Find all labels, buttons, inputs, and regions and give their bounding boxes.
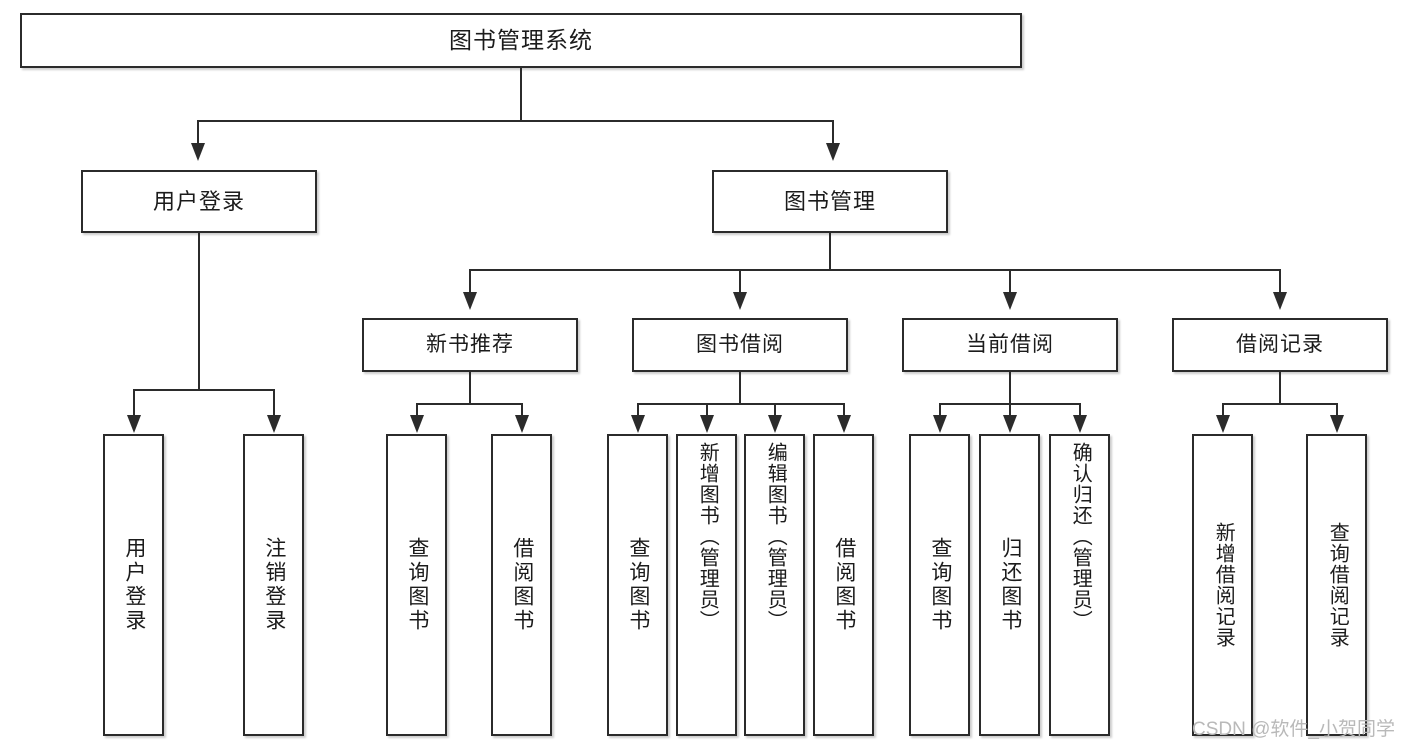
arrowhead-book-management [826, 143, 840, 161]
leaf-return-book[interactable]: 归还图书 [979, 434, 1040, 736]
arrowhead-leaf-book-borrow-2 [768, 415, 782, 433]
connector-borrow-record-drop-1 [1336, 403, 1338, 417]
connector-user-login-drop-1 [273, 389, 275, 417]
leaf-query-borrow-record[interactable]: 查询借阅记录 [1306, 434, 1367, 736]
connector-level2-drop-1 [739, 269, 741, 294]
connector-borrow-record-stem [1279, 372, 1281, 404]
node-label: 借阅图书 [832, 537, 856, 633]
node-root-book-management-system[interactable]: 图书管理系统 [20, 13, 1022, 68]
arrowhead-level2-3 [1273, 292, 1287, 310]
node-label: 查询图书 [405, 537, 429, 633]
node-label: 用户登录 [122, 537, 146, 633]
connector-root-stem [520, 68, 522, 120]
connector-current-borrow-drop-2 [1079, 403, 1081, 417]
node-label: 新书推荐 [426, 332, 514, 356]
connector-user-login-stem [198, 233, 200, 390]
arrowhead-user-login [191, 143, 205, 161]
leaf-query-book-borrow[interactable]: 查询图书 [607, 434, 668, 736]
connector-book-management-stem [829, 233, 831, 270]
arrowhead-leaf-book-borrow-0 [631, 415, 645, 433]
connector-current-borrow-stem [1009, 372, 1011, 404]
node-label: 查询图书 [626, 537, 650, 633]
connector-book-borrow-stem [739, 372, 741, 404]
arrowhead-leaf-user-login-0 [127, 415, 141, 433]
connector-book-borrow-drop-3 [843, 403, 845, 417]
arrowhead-leaf-borrow-record-0 [1216, 415, 1230, 433]
arrowhead-leaf-borrow-record-1 [1330, 415, 1344, 433]
arrowhead-leaf-new-book-1 [515, 415, 529, 433]
node-user-login[interactable]: 用户登录 [81, 170, 317, 233]
connector-level1-bus [197, 120, 834, 122]
node-label: 当前借阅 [966, 332, 1054, 356]
arrowhead-leaf-current-borrow-1 [1003, 415, 1017, 433]
connector-user-login-bus [133, 389, 275, 391]
leaf-borrow-book-recommend[interactable]: 借阅图书 [491, 434, 552, 736]
arrowhead-level2-0 [463, 292, 477, 310]
connector-new-book-drop-0 [416, 403, 418, 417]
connector-current-borrow-drop-0 [939, 403, 941, 417]
leaf-confirm-return-admin[interactable]: 确认归还（管理员） [1049, 434, 1110, 736]
connector-level2-drop-3 [1279, 269, 1281, 294]
node-label: 查询借阅记录 [1326, 522, 1349, 648]
arrowhead-leaf-current-borrow-0 [933, 415, 947, 433]
connector-new-book-stem [469, 372, 471, 404]
connector-level2-bus [469, 269, 1281, 271]
connector-level2-drop-2 [1009, 269, 1011, 294]
leaf-add-borrow-record[interactable]: 新增借阅记录 [1192, 434, 1253, 736]
node-borrow-record[interactable]: 借阅记录 [1172, 318, 1388, 372]
arrowhead-leaf-user-login-1 [267, 415, 281, 433]
leaf-query-book-recommend[interactable]: 查询图书 [386, 434, 447, 736]
node-label: 新增图书（管理员） [696, 442, 719, 631]
node-label: 图书管理系统 [449, 27, 593, 54]
leaf-query-book-current[interactable]: 查询图书 [909, 434, 970, 736]
leaf-borrow-book[interactable]: 借阅图书 [813, 434, 874, 736]
arrowhead-leaf-book-borrow-3 [837, 415, 851, 433]
leaf-add-book-admin[interactable]: 新增图书（管理员） [676, 434, 737, 736]
arrowhead-leaf-current-borrow-2 [1073, 415, 1087, 433]
connector-borrow-record-drop-0 [1222, 403, 1224, 417]
node-label: 借阅记录 [1236, 332, 1324, 356]
node-book-management[interactable]: 图书管理 [712, 170, 948, 233]
connector-current-borrow-drop-1 [1009, 403, 1011, 417]
arrowhead-level2-2 [1003, 292, 1017, 310]
node-new-book-recommend[interactable]: 新书推荐 [362, 318, 578, 372]
node-label: 注销登录 [262, 537, 286, 633]
leaf-logout[interactable]: 注销登录 [243, 434, 304, 736]
connector-new-book-drop-1 [521, 403, 523, 417]
connector-level1-drop-book-management [832, 120, 834, 145]
leaf-user-login[interactable]: 用户登录 [103, 434, 164, 736]
connector-user-login-drop-0 [133, 389, 135, 417]
node-label: 用户登录 [152, 188, 245, 214]
arrowhead-leaf-new-book-0 [410, 415, 424, 433]
connector-book-borrow-drop-1 [706, 403, 708, 417]
arrowhead-level2-1 [733, 292, 747, 310]
node-label: 图书管理 [783, 188, 876, 214]
node-label: 借阅图书 [510, 537, 534, 633]
connector-level2-drop-0 [469, 269, 471, 294]
arrowhead-leaf-book-borrow-1 [700, 415, 714, 433]
connector-book-borrow-drop-0 [637, 403, 639, 417]
node-label: 归还图书 [998, 537, 1022, 633]
leaf-edit-book-admin[interactable]: 编辑图书（管理员） [744, 434, 805, 736]
node-label: 图书借阅 [696, 332, 784, 356]
connector-book-borrow-drop-2 [774, 403, 776, 417]
connector-level1-drop-user-login [197, 120, 199, 145]
connector-new-book-bus [416, 403, 523, 405]
connector-book-borrow-bus [637, 403, 845, 405]
node-label: 查询图书 [928, 537, 952, 633]
node-label: 编辑图书（管理员） [764, 442, 787, 631]
node-label: 确认归还（管理员） [1069, 442, 1092, 631]
connector-borrow-record-bus [1222, 403, 1338, 405]
node-current-borrow[interactable]: 当前借阅 [902, 318, 1118, 372]
node-book-borrow[interactable]: 图书借阅 [632, 318, 848, 372]
node-label: 新增借阅记录 [1212, 522, 1235, 648]
